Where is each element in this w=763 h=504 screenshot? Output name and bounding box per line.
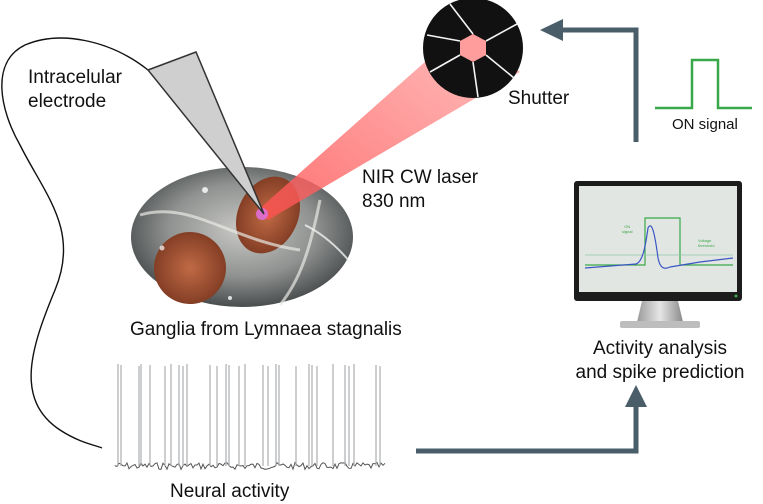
electrode-wire	[1, 37, 149, 449]
monitor-threshold-label-line2: threshold	[698, 243, 715, 248]
on-signal-label: ON signal	[672, 116, 738, 133]
shutter-label: Shutter	[508, 88, 570, 109]
analysis-label: Activity analysis and spike prediction	[565, 337, 755, 385]
shutter-aperture-icon	[423, 0, 523, 98]
monitor-on-signal-label: ON signal	[622, 224, 632, 234]
computer-monitor-icon	[574, 181, 742, 328]
arrow-activity-to-monitor	[416, 385, 647, 454]
monitor-threshold-label-line1: Voltage	[698, 238, 712, 243]
analysis-label-line2: and spike prediction	[575, 362, 745, 383]
ganglia-label: Ganglia from Lymnaea stagnalis	[130, 319, 402, 340]
laser-label-line1: NIR CW laser	[362, 167, 479, 188]
electrode-label-line2: electrode	[28, 91, 107, 112]
monitor-on-label-line2: signal	[622, 229, 633, 234]
laser-spot	[256, 208, 268, 220]
arrow-monitor-to-shutter	[540, 19, 639, 142]
on-signal-waveform	[655, 58, 752, 110]
laser-label: NIR CW laser 830 nm	[362, 166, 478, 214]
laser-label-line2: 830 nm	[362, 191, 426, 212]
monitor-on-signal-trace	[585, 217, 733, 266]
electrode-pipette-icon	[146, 51, 265, 215]
electrode-label-line1: Intracelular	[28, 67, 122, 88]
analysis-label-line1: Activity analysis	[592, 338, 728, 359]
monitor-threshold-label: Voltage threshold	[698, 238, 714, 248]
monitor-voltage-trace	[584, 225, 734, 269]
electrode-label: Intracelular electrode	[28, 66, 122, 114]
spike-train-trace	[114, 364, 386, 471]
monitor-on-label-line1: ON	[624, 224, 631, 229]
neural-activity-label: Neural activity	[170, 481, 290, 502]
